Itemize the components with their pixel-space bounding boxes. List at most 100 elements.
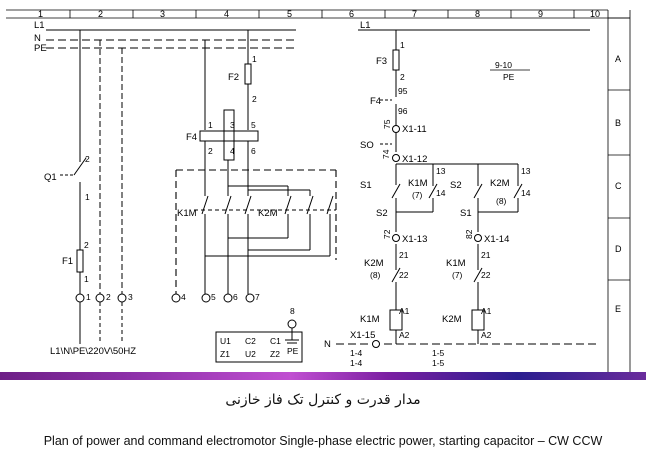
wire-75: 75 bbox=[382, 119, 392, 129]
control-n-label: N bbox=[324, 339, 331, 350]
f4-pin-1: 1 bbox=[208, 120, 213, 130]
bus-label-l1: L1 bbox=[34, 20, 45, 31]
pin-95: 95 bbox=[398, 86, 408, 96]
c22-b: 22 bbox=[481, 270, 491, 280]
supply-label: L1\N\PE\220V\50HZ bbox=[50, 346, 136, 357]
k2m-ctrl-label: K2M bbox=[490, 178, 510, 189]
motor-terminal-z2: Z2 bbox=[270, 349, 280, 359]
k1m-ctrl-ref: (7) bbox=[412, 190, 423, 200]
motor-terminal-c2: C2 bbox=[245, 336, 256, 346]
ruler-ticks bbox=[69, 10, 630, 281]
k2m-ctrl-ref: (8) bbox=[496, 196, 507, 206]
a2-b: A2 bbox=[481, 330, 492, 340]
bottom-label-3: 1-5 bbox=[432, 348, 445, 358]
pin-96: 96 bbox=[398, 106, 408, 116]
c14-b: 14 bbox=[521, 188, 531, 198]
c13-b: 13 bbox=[521, 166, 531, 176]
bottom-label-4: 1-5 bbox=[432, 358, 445, 368]
f4-pin-5: 5 bbox=[251, 120, 256, 130]
motor-box bbox=[215, 331, 303, 363]
terminal-4: 4 bbox=[181, 292, 186, 302]
c21-a: 21 bbox=[399, 250, 409, 260]
ruler-col-3: 3 bbox=[160, 9, 165, 19]
f2-f4-branch bbox=[199, 30, 259, 170]
ruler-row-b: B bbox=[615, 118, 621, 128]
wiring-diagram: 1 2 3 4 5 6 7 8 9 10 A B C D E L1 N PE Q… bbox=[6, 9, 631, 372]
ref-top: 9-10 bbox=[495, 60, 512, 70]
motor-terminal-z1: Z1 bbox=[220, 349, 230, 359]
bus-label-n: N bbox=[34, 33, 41, 44]
terminal-stubs bbox=[79, 302, 123, 344]
decorative-stripe bbox=[0, 372, 646, 380]
x1-14-label: X1-14 bbox=[484, 234, 509, 245]
q1-label: Q1 bbox=[44, 172, 57, 183]
f1-pin-2: 2 bbox=[84, 240, 89, 250]
wire-72: 72 bbox=[382, 229, 392, 239]
motor-pe-label: PE bbox=[287, 346, 299, 356]
f4-pin-4: 4 bbox=[230, 146, 235, 156]
f4-power-label: F4 bbox=[186, 132, 197, 143]
s1-label-b: S1 bbox=[460, 208, 472, 219]
motor-terminal-u2: U2 bbox=[245, 349, 256, 359]
q1-f1-branch bbox=[60, 30, 123, 294]
f3-pin-2: 2 bbox=[400, 72, 405, 82]
c14-a: 14 bbox=[436, 188, 446, 198]
f4-control-label: F4 bbox=[370, 96, 381, 107]
contactor-enclosure bbox=[175, 169, 337, 294]
a1-b: A1 bbox=[481, 306, 492, 316]
ruler-col-5: 5 bbox=[287, 9, 292, 19]
k1m-power-label: K1M bbox=[177, 208, 197, 219]
terminal-1: 1 bbox=[86, 292, 91, 302]
f2-pin-2: 2 bbox=[252, 94, 257, 104]
f2-label: F2 bbox=[228, 72, 239, 83]
f1-label: F1 bbox=[62, 256, 73, 267]
k2m-int-label: K2M bbox=[364, 258, 384, 269]
k1m-int-label: K1M bbox=[446, 258, 466, 269]
s2-label-top: S2 bbox=[450, 180, 462, 191]
motor-terminal-c1: C1 bbox=[270, 336, 281, 346]
k2m-int-ref: (8) bbox=[370, 270, 381, 280]
control-l1-label: L1 bbox=[360, 20, 371, 31]
control-terminals bbox=[372, 125, 482, 348]
k1m-ctrl-label: K1M bbox=[408, 178, 428, 189]
control-contacts bbox=[391, 183, 523, 283]
so-label: SO bbox=[360, 140, 374, 151]
x1-13-label: X1-13 bbox=[402, 234, 427, 245]
f2-pin-1: 1 bbox=[252, 54, 257, 64]
s2-label: S2 bbox=[376, 208, 388, 219]
f4-pin-3: 3 bbox=[230, 120, 235, 130]
c22-a: 22 bbox=[399, 270, 409, 280]
bus-label-pe: PE bbox=[34, 43, 47, 54]
f3-pin-1: 1 bbox=[400, 40, 405, 50]
ruler-col-6: 6 bbox=[349, 9, 354, 19]
ruler-row-e: E bbox=[615, 304, 621, 314]
s1-label: S1 bbox=[360, 180, 372, 191]
c13-a: 13 bbox=[436, 166, 446, 176]
english-caption: Plan of power and command electromotor S… bbox=[43, 434, 603, 448]
power-bus-lines bbox=[46, 29, 296, 49]
ruler-col-7: 7 bbox=[412, 9, 417, 19]
a1-a: A1 bbox=[399, 306, 410, 316]
ref-bottom: PE bbox=[503, 72, 515, 82]
ruler-col-1: 1 bbox=[38, 9, 43, 19]
q1-pin-2: 2 bbox=[85, 154, 90, 164]
a2-a: A2 bbox=[399, 330, 410, 340]
ground-symbol bbox=[285, 328, 299, 344]
x1-15-label: X1-15 bbox=[350, 330, 375, 341]
c21-b: 21 bbox=[481, 250, 491, 260]
control-bus bbox=[336, 29, 600, 345]
persian-caption: مدار قدرت و کنترل تک فاز خازنی bbox=[225, 392, 421, 408]
terminal-2: 2 bbox=[106, 292, 111, 302]
f4-pin-6: 6 bbox=[251, 146, 256, 156]
ruler-col-2: 2 bbox=[98, 9, 103, 19]
k2m-coil-label: K2M bbox=[442, 314, 462, 325]
bottom-label-2: 1-4 bbox=[350, 358, 363, 368]
control-coils bbox=[389, 309, 485, 331]
k1m-coil-label: K1M bbox=[360, 314, 380, 325]
ruler-row-a: A bbox=[615, 54, 621, 64]
ruler-col-10: 10 bbox=[590, 9, 600, 19]
wire-82: 82 bbox=[464, 229, 474, 239]
terminal-5: 5 bbox=[211, 292, 216, 302]
ruler-col-4: 4 bbox=[224, 9, 229, 19]
ruler-row-c: C bbox=[615, 181, 622, 191]
